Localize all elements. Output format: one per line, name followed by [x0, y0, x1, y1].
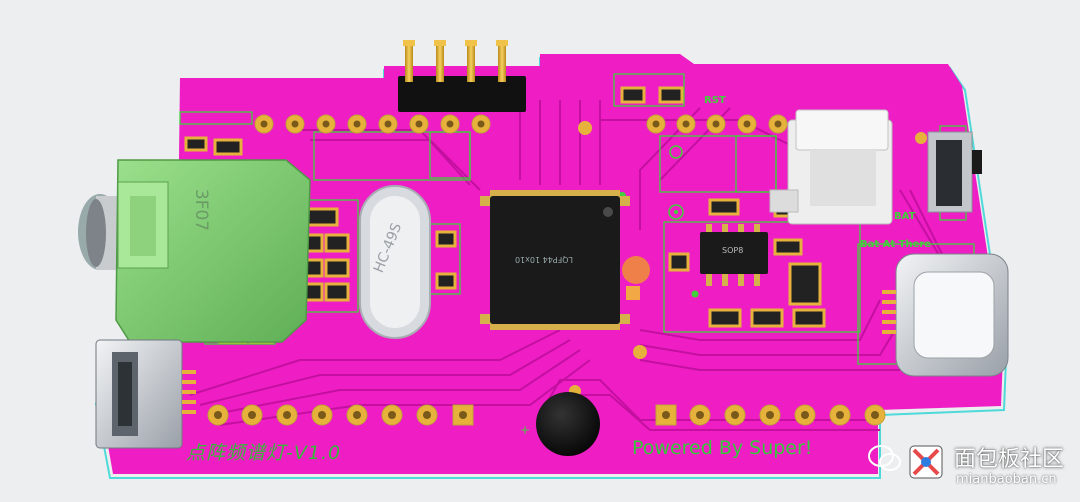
board-credit: Powered By Super!: [632, 437, 813, 459]
mcu-lqfp44: [480, 190, 630, 330]
copper-traces: [189, 100, 996, 431]
slide-switch: [927, 131, 982, 213]
led: [622, 256, 650, 300]
buzzer: +: [520, 392, 600, 456]
watermark-text: 面包板社区: [954, 447, 1065, 472]
wechat-icon: [868, 445, 901, 471]
reset-label: RST: [704, 95, 726, 106]
watermark-url: mianbaoban.cn: [956, 472, 1057, 487]
breadboard-logo-icon: [909, 445, 943, 479]
audio-jack-3f07: [78, 159, 311, 343]
silk-circle: [669, 145, 683, 159]
usb-c-connector: [882, 253, 1009, 377]
jst-connector: [769, 109, 893, 225]
micro-usb-connector: [95, 339, 196, 449]
board-title: 点阵频谱灯-V1.0: [186, 442, 342, 464]
driver-label: SOP8: [722, 246, 744, 255]
silk-circle-2: [668, 204, 684, 220]
header-pads-top-left: [254, 114, 788, 134]
mcu-label: LQFP44 10x10: [515, 255, 573, 264]
audio-jack-label: 3F07: [191, 188, 212, 232]
svg-text:+: +: [520, 423, 530, 437]
battery-label: BAT: [894, 211, 916, 222]
pin-header-4pin: [398, 40, 526, 112]
header-pads-bottom: [207, 404, 886, 426]
battery-here-label: Bat At There: [860, 239, 932, 250]
smd-passives: [184, 86, 826, 344]
site-watermark: 面包板社区 mianbaoban.cn: [866, 438, 1076, 498]
driver-sop8: [700, 224, 768, 286]
crystal-hc49s: [359, 185, 431, 339]
